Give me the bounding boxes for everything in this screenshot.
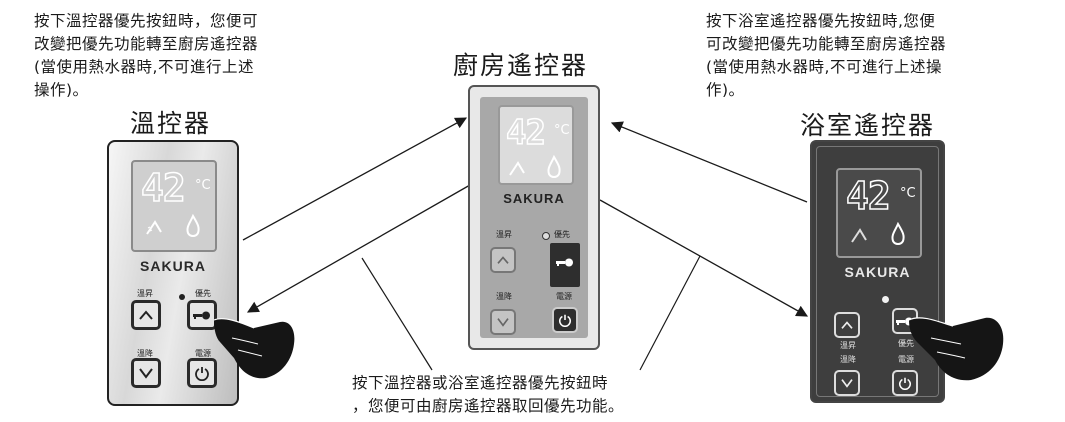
left-priority-label: 優先 [195,289,211,298]
bathroom-remote-display: 42 °C [836,168,922,258]
bathroom-power-button[interactable] [892,370,918,396]
pointing-hand-icon [213,318,295,379]
up-arrow-icon [139,310,153,320]
left-remote-title: 溫控器 [130,109,212,138]
down-arrow-icon [841,379,853,388]
kitchen-brand-logo: SAKURA [503,191,565,206]
shower-icon [851,228,867,243]
kitchen-temp-down-button[interactable] [490,309,516,335]
callout-line-right [639,255,701,371]
bathroom-temp-up-label: 溫昇 [840,341,856,350]
power-icon [558,314,572,327]
arrow-kitchen-to-left [246,184,471,313]
arrow-left-to-kitchen [242,117,468,241]
bathroom-priority-indicator [882,296,889,303]
left-temp-down-label: 溫降 [137,349,153,358]
down-arrow-icon [139,368,153,379]
arrow-bathroom-to-kitchen [610,121,808,203]
flame-icon [891,222,905,245]
bathroom-temp-down-button[interactable] [834,370,860,396]
left-priority-note: 按下溫控器優先按鈕時，您便可 改變把優先功能轉至廚房遙控器 (當使用熱水器時,不… [34,12,259,99]
left-brand-logo: SAKURA [140,258,206,274]
kitchen-priority-indicator [542,232,550,240]
down-arrow-icon [497,318,509,327]
key-icon [193,311,210,320]
callout-line-left [361,257,433,371]
bathroom-temperature-unit: °C [900,186,916,201]
bathroom-remote-device: 42 °C SAKURA 溫昇 優先 溫降 電源 [810,140,945,403]
pointing-hand-icon [908,317,1004,381]
kitchen-temperature-unit: °C [554,123,570,138]
arrow-kitchen-to-bathroom [599,199,809,317]
left-power-label: 電源 [195,349,211,358]
kitchen-power-label: 電源 [556,292,572,301]
kitchen-temp-up-label: 溫昇 [496,230,512,239]
power-icon [195,367,209,381]
kitchen-remote-device: 42 °C SAKURA 溫昇 優先 溫降 電源 [468,85,600,350]
kitchen-remote-display: 42 °C [498,105,574,185]
left-remote-display: 42 °C [131,160,217,252]
bathroom-power-label: 電源 [898,355,914,364]
shower-icon [146,220,162,235]
kitchen-power-button[interactable] [552,307,578,333]
kitchen-temp-up-button[interactable] [490,247,516,273]
left-temperature-unit: °C [195,178,211,193]
up-arrow-icon [841,321,853,329]
flame-icon [547,155,561,178]
kitchen-priority-button[interactable] [552,249,578,275]
kitchen-priority-label: 優先 [554,230,570,239]
kitchen-remote-title: 廚房遙控器 [453,51,589,80]
bathroom-temp-down-label: 溫降 [840,355,856,364]
left-priority-button[interactable] [187,300,217,330]
left-temp-down-button[interactable] [131,358,161,388]
right-priority-note: 按下浴室遙控器優先按鈕時,您便 可改變把優先功能轉至廚房遙控器 (當使用熱水器時… [706,12,947,99]
up-arrow-icon [497,256,509,264]
key-icon [556,258,573,267]
left-temperature-readout: 42 [140,166,186,210]
bathroom-remote-title: 浴室遙控器 [800,111,936,140]
flame-icon [186,214,200,237]
left-temp-up-label: 溫昇 [137,289,153,298]
shower-icon [509,161,525,176]
kitchen-temperature-readout: 42 [505,112,546,154]
bathroom-brand-logo: SAKURA [844,264,911,280]
bathroom-remote-face [816,146,939,397]
power-icon [898,377,912,390]
bathroom-temperature-readout: 42 [845,174,891,218]
left-priority-indicator [179,294,185,300]
kitchen-temp-down-label: 溫降 [496,292,512,301]
bathroom-priority-label: 優先 [898,339,914,348]
left-remote-device: 42 °C SAKURA 溫昇 優先 溫降 電源 [107,140,239,406]
left-power-button[interactable] [187,358,217,388]
left-temp-up-button[interactable] [131,300,161,330]
bottom-reclaim-note: 按下溫控器或浴室遙控器優先按鈕時 ，您便可由廚房遙控器取回優先功能。 [352,374,625,415]
bathroom-temp-up-button[interactable] [834,312,860,338]
